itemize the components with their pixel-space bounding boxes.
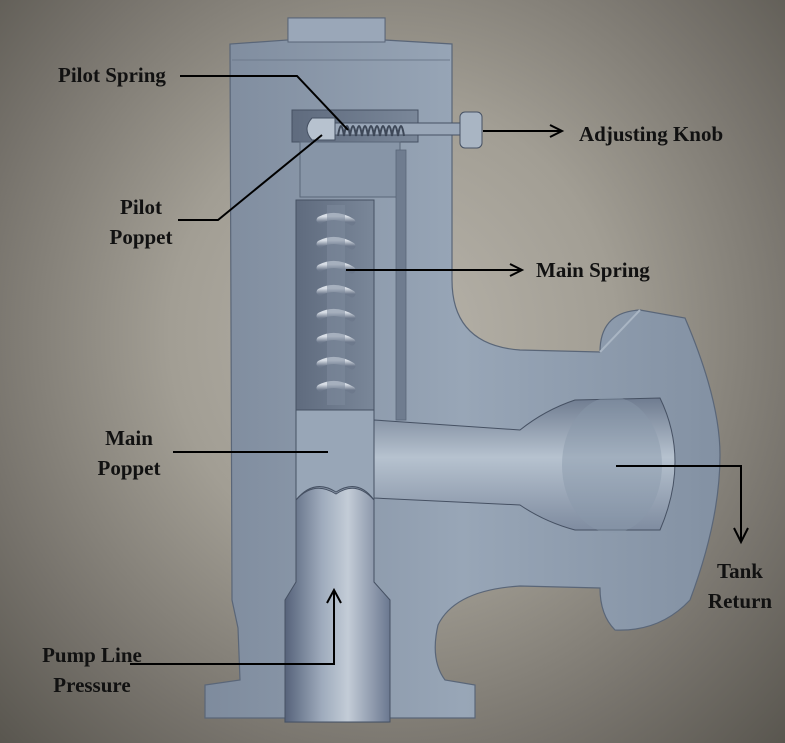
label-tank-return-line2: Return [707, 589, 773, 613]
leader-lines [130, 75, 749, 665]
outlet-opening [562, 397, 662, 533]
label-pilot-poppet: Pilot Poppet [100, 192, 182, 252]
label-main-poppet: Main Poppet [88, 423, 170, 483]
label-main-poppet-line1: Main [105, 426, 153, 450]
top-cap [287, 17, 386, 43]
label-pump-line-pressure-line1: Pump Line [42, 643, 142, 667]
pilot-drain-channel [395, 149, 407, 421]
pilot-passage [299, 141, 401, 198]
inlet-bore [284, 487, 391, 723]
pilot-poppet [306, 117, 336, 141]
label-pump-line-pressure-line2: Pressure [53, 673, 131, 697]
label-tank-return-line1: Tank [717, 559, 763, 583]
label-adjusting-knob: Adjusting Knob [579, 122, 724, 146]
pilot-spring [337, 125, 405, 137]
label-pump-line-pressure: Pump Line Pressure [30, 640, 154, 700]
label-pilot-poppet-line2: Poppet [109, 225, 173, 249]
label-main-spring: Main Spring [536, 258, 650, 282]
label-main-poppet-line2: Poppet [97, 456, 161, 480]
outlet-port [373, 397, 676, 531]
main-poppet [295, 409, 375, 502]
label-pilot-spring: Pilot Spring [58, 63, 166, 87]
label-pilot-poppet-line1: Pilot [120, 195, 162, 219]
label-tank-return: Tank Return [700, 556, 780, 616]
spring-guide [327, 205, 345, 405]
